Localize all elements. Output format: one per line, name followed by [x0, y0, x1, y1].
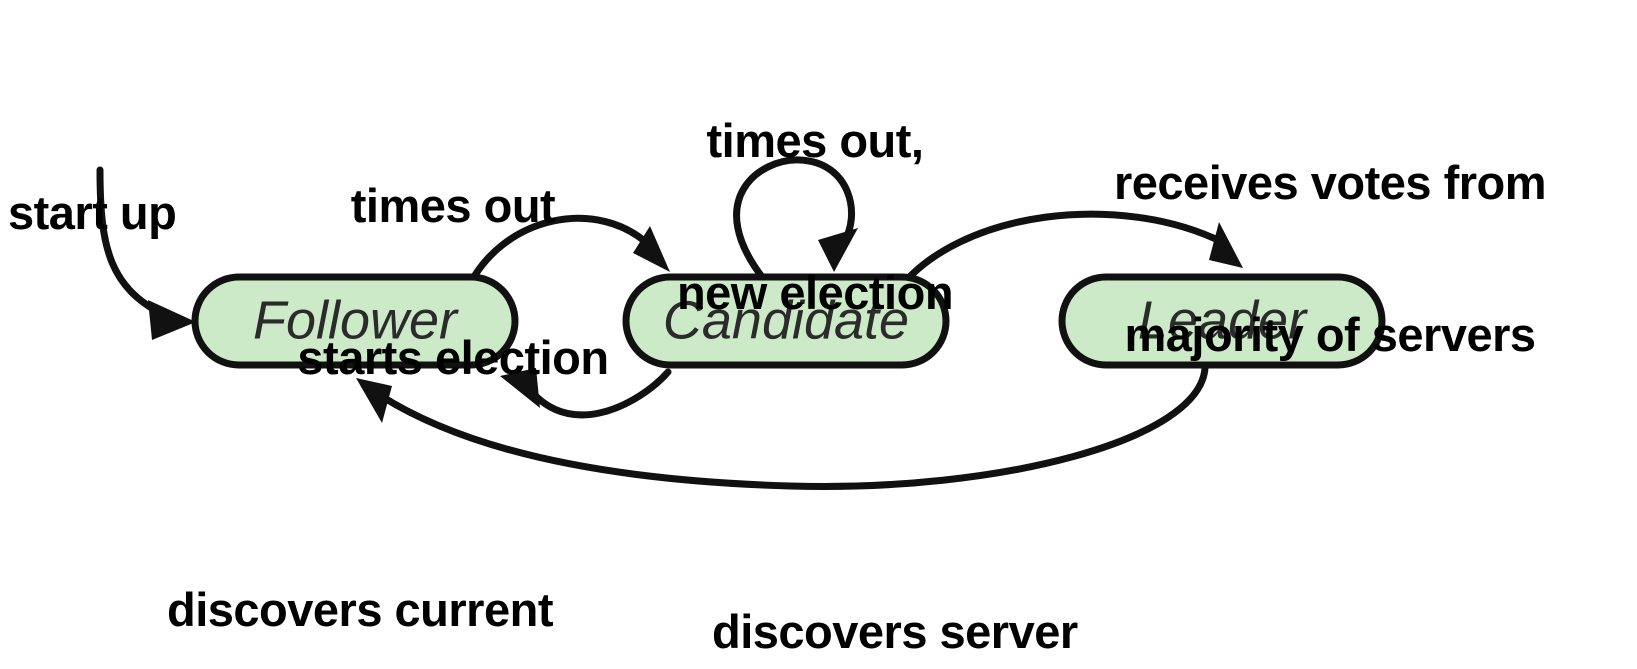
node-candidate-shape[interactable] [622, 273, 950, 369]
edge-label-candidate-self-loop-line-1: times out, [706, 113, 924, 167]
edge-leader-to-follower [356, 364, 1209, 490]
node-leader-label: Leader [1138, 290, 1308, 350]
edge-candidate-to-leader [894, 210, 1243, 294]
edge-start-up-arrowhead [148, 300, 196, 340]
edge-label-leader-to-follower: discovers server with higher term [712, 505, 1212, 669]
edge-label-start-up: start up [8, 86, 248, 340]
edge-follower-to-candidate-arrowhead [633, 226, 670, 272]
node-follower[interactable]: Follower [191, 273, 519, 369]
edge-candidate-to-leader-arrowhead [1209, 222, 1243, 268]
edge-label-candidate-to-leader-line-1: receives votes from [1113, 155, 1547, 209]
node-follower-label: Follower [253, 290, 459, 350]
edge-leader-to-follower-arrowhead [356, 378, 392, 423]
node-leader[interactable]: Leader [1058, 273, 1386, 369]
node-candidate[interactable]: Candidate [622, 273, 950, 369]
node-leader-shape[interactable] [1058, 273, 1386, 369]
edge-label-follower-to-candidate: times out starts election [258, 79, 648, 485]
edge-label-candidate-to-leader-line-2: majority of servers [1124, 307, 1536, 361]
edge-candidate-self-loop-arrowhead [818, 228, 858, 272]
edge-label-follower-to-candidate-line-1: times out [350, 178, 556, 232]
edge-candidate-to-follower-arrowhead [500, 368, 540, 408]
edge-label-candidate-self-loop: times out, new election [640, 14, 990, 420]
node-follower-shape[interactable] [191, 273, 519, 369]
edge-label-candidate-to-leader: receives votes from majority of servers [1030, 56, 1630, 462]
edge-label-candidate-to-follower: discovers current leader or new term [100, 483, 620, 669]
edge-candidate-to-leader-path [894, 210, 1226, 294]
edge-leader-to-follower-path [371, 364, 1209, 490]
edge-label-leader-to-follower-line-1: discovers server [712, 604, 1078, 658]
edge-start-up [96, 166, 196, 340]
edge-follower-to-candidate-path [462, 214, 656, 296]
edge-label-candidate-to-follower-line-1: discovers current [167, 582, 553, 636]
edge-label-follower-to-candidate-line-2: starts election [297, 330, 609, 384]
edge-label-start-up-line-1: start up [8, 185, 177, 239]
edge-label-candidate-self-loop-line-2: new election [676, 265, 954, 319]
edge-candidate-to-follower [500, 368, 672, 419]
edge-candidate-self-loop-path [733, 156, 855, 286]
edge-candidate-self-loop [733, 156, 858, 286]
edge-follower-to-candidate [462, 214, 670, 296]
node-candidate-label: Candidate [663, 290, 909, 350]
